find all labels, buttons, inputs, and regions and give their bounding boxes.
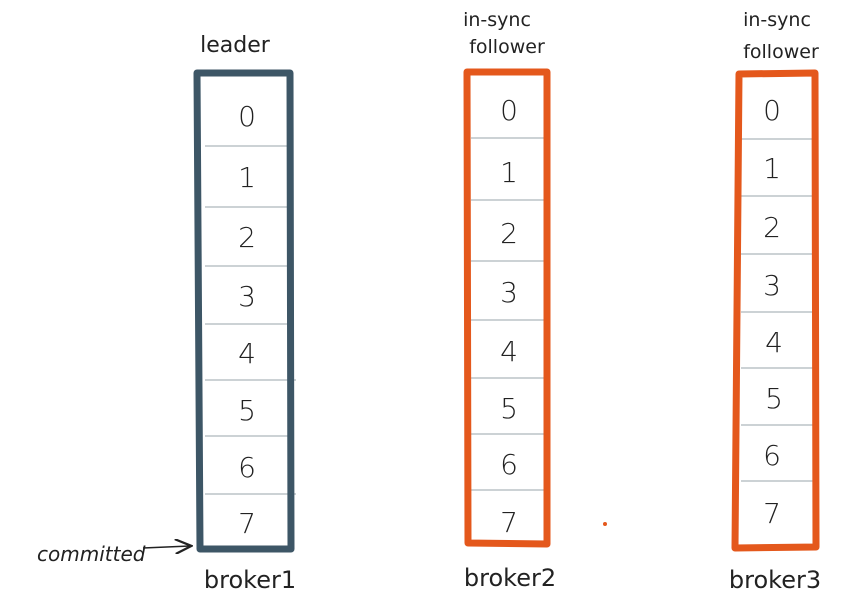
committed-marker: committed xyxy=(37,542,190,566)
broker2-offset-5: 5 xyxy=(500,392,518,425)
broker3-role-line-2: follower xyxy=(743,41,819,63)
broker2-role-line-1: in-sync xyxy=(463,9,531,31)
broker3-offset-7: 7 xyxy=(763,497,781,530)
broker3-offset-3: 3 xyxy=(763,269,781,302)
broker1-offset-4: 4 xyxy=(238,337,256,370)
broker2-log-cells: 0 1 2 3 4 5 6 7 xyxy=(471,94,547,539)
broker3-log-frame xyxy=(731,69,820,552)
broker1-offset-7: 7 xyxy=(238,507,256,540)
broker-column-broker1: leader 0 1 2 3 4 5 6 7 broker1 xyxy=(193,33,296,594)
broker2-offset-4: 4 xyxy=(500,335,518,368)
broker3-log-cells: 0 1 2 3 4 5 6 7 xyxy=(741,94,815,530)
broker1-offset-2: 2 xyxy=(238,221,256,254)
broker3-offset-1: 1 xyxy=(763,152,781,185)
broker1-offset-1: 1 xyxy=(238,161,256,194)
broker2-name: broker2 xyxy=(464,564,556,592)
broker2-offset-7: 7 xyxy=(500,506,518,539)
broker1-log-frame xyxy=(193,69,295,553)
broker-column-broker3: in-sync follower 0 1 2 3 4 5 6 7 broker3 xyxy=(729,9,821,594)
stray-dot xyxy=(603,522,607,526)
broker2-offset-6: 6 xyxy=(500,448,518,481)
broker3-offset-2: 2 xyxy=(763,211,781,244)
broker3-name: broker3 xyxy=(729,566,821,594)
broker1-role-label: leader xyxy=(200,33,271,58)
broker2-role-line-2: follower xyxy=(469,36,545,58)
broker1-log-cells: 0 1 2 3 4 5 6 7 xyxy=(205,100,296,540)
broker3-offset-0: 0 xyxy=(763,94,781,127)
broker2-offset-0: 0 xyxy=(500,94,518,127)
broker-column-broker2: in-sync follower 0 1 2 3 4 5 6 7 broker2 xyxy=(463,9,556,592)
committed-label: committed xyxy=(37,542,146,566)
broker1-offset-6: 6 xyxy=(238,451,256,484)
broker1-offset-3: 3 xyxy=(238,280,256,313)
broker2-log-frame xyxy=(463,68,551,548)
broker1-offset-0: 0 xyxy=(238,100,256,133)
committed-arrow xyxy=(142,546,190,548)
broker2-offset-3: 3 xyxy=(500,276,518,309)
broker1-name: broker1 xyxy=(204,566,296,594)
broker2-offset-2: 2 xyxy=(500,217,518,250)
broker1-offset-5: 5 xyxy=(238,394,256,427)
broker3-offset-5: 5 xyxy=(765,382,783,415)
broker3-offset-4: 4 xyxy=(765,326,783,359)
broker3-role-line-1: in-sync xyxy=(743,9,811,31)
broker3-offset-6: 6 xyxy=(763,439,781,472)
broker2-offset-1: 1 xyxy=(500,156,518,189)
